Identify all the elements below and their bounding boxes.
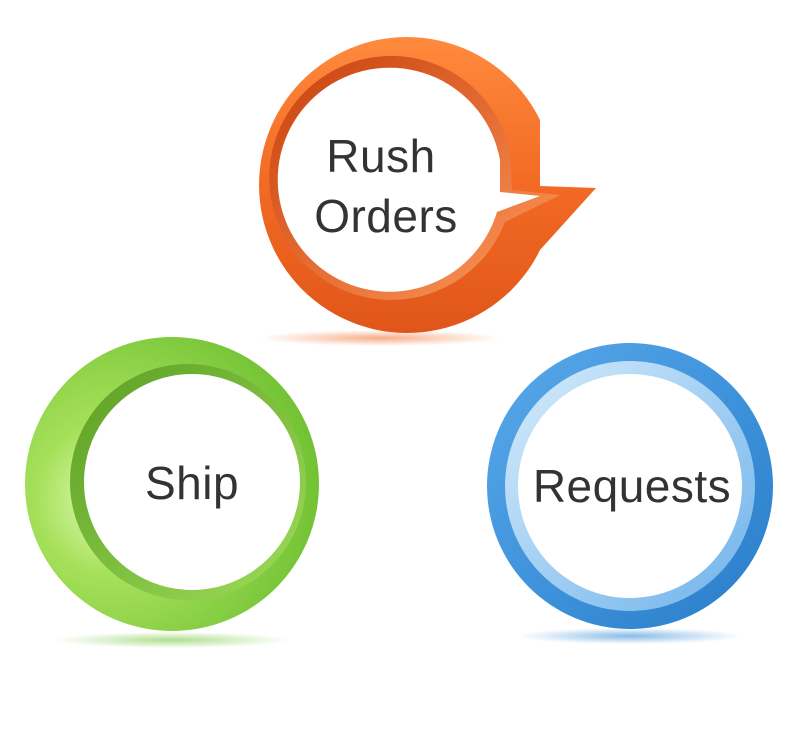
rush-orders-reflection: [260, 330, 500, 346]
rush-orders-label-line1: Rush: [326, 130, 435, 182]
ship-label: Ship: [145, 457, 239, 509]
ship-ring: Ship: [25, 337, 319, 648]
ship-center: [84, 374, 300, 590]
requests-center: [518, 374, 742, 598]
requests-ring: Requests: [487, 343, 773, 644]
requests-reflection: [518, 628, 742, 644]
rush-orders-ring: Rush Orders: [259, 36, 596, 346]
rush-orders-label-line2: Orders: [314, 190, 458, 242]
rush-orders-center: [277, 67, 540, 292]
ship-reflection: [54, 632, 290, 648]
requests-label: Requests: [533, 460, 731, 512]
